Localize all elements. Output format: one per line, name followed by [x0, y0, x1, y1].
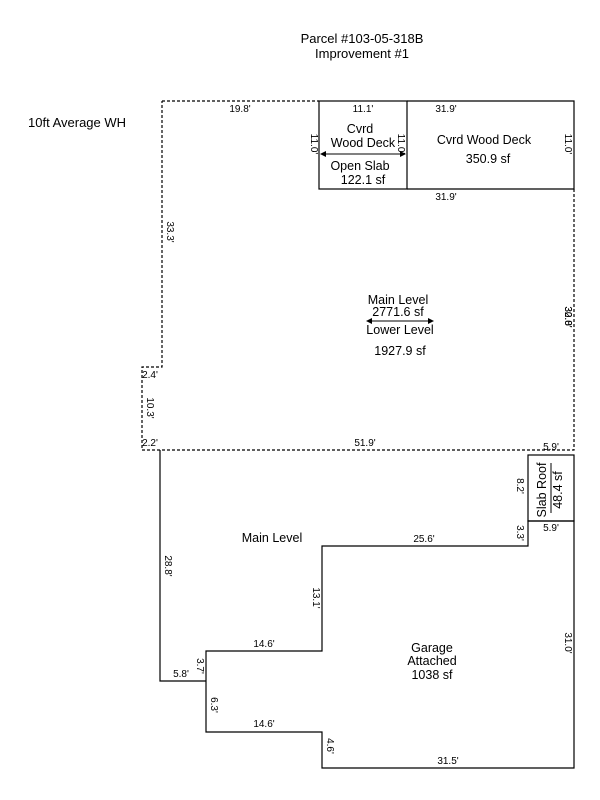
- dim-step-side-2: 3.7': [194, 658, 205, 674]
- dim-step-bottom-left: 5.8': [173, 669, 189, 680]
- slab-roof-box: [527, 454, 575, 522]
- upper-outline: [141, 100, 575, 451]
- dim-slab-bottom: 5.9': [543, 523, 559, 534]
- dim-jog-side: 10.3': [144, 397, 155, 418]
- covered-deck-small-box: [318, 100, 408, 190]
- dim-step-side-3: 6.3': [208, 697, 219, 713]
- dim-deck-left-side: 11.0': [308, 134, 319, 155]
- garage-label-3: 1038 sf: [411, 668, 453, 682]
- dim-main-right-side-b: 32.8': [562, 306, 573, 327]
- covered-deck-large-box: [407, 100, 575, 190]
- wall-height-note: 10ft Average WH: [28, 115, 126, 130]
- improvement-title: Improvement #1: [315, 46, 409, 61]
- dim-deck-large-bottom: 31.9': [435, 192, 456, 203]
- dim-main-left-side: 33.3': [164, 221, 175, 242]
- slab-roof-label-2: 48.4 sf: [551, 471, 565, 509]
- deck-small-label-1: Cvrd: [347, 122, 373, 136]
- dim-deck-small-top: 11.1': [353, 104, 374, 115]
- deck-large-label-1: Cvrd Wood Deck: [437, 133, 532, 147]
- dim-garage-right: 31.0': [562, 632, 573, 653]
- deck-arrow: [320, 151, 406, 157]
- dim-main-bottom: 51.9': [354, 438, 375, 449]
- dim-step-top: 25.6': [413, 534, 434, 545]
- dim-step-horizontal-2: 14.6': [253, 719, 274, 730]
- dim-main-right-side-a: 30.0': [562, 306, 573, 327]
- main-lower-label-4: 1927.9 sf: [374, 344, 426, 358]
- deck-small-label-3: Open Slab: [330, 159, 389, 173]
- slab-roof-label-1: Slab Roof: [535, 462, 549, 517]
- deck-small-label-4: 122.1 sf: [341, 173, 386, 187]
- dim-deck-mid-side: 11.0': [395, 134, 406, 155]
- main-lower-label-3: Lower Level: [366, 323, 433, 337]
- dim-garage-bottom: 31.5': [437, 756, 458, 767]
- dim-step-small: 3.3': [514, 525, 525, 541]
- dim-jog-top: 2.4': [142, 370, 158, 381]
- deck-small-label-2: Wood Deck: [331, 136, 396, 150]
- deck-large-label-2: 350.9 sf: [466, 152, 511, 166]
- lower-outline: [159, 450, 575, 769]
- garage-label-1: Garage: [411, 641, 453, 655]
- dim-slab-side: 8.2': [514, 478, 525, 494]
- dim-deck-right-side: 11.0': [562, 134, 573, 155]
- dim-slab-top: 5.9': [543, 442, 559, 453]
- dim-step-side-4: 4.6': [324, 738, 335, 754]
- dim-top-left: 19.8': [229, 104, 250, 115]
- dim-jog-bottom: 2.2': [142, 438, 158, 449]
- main-arrow: [366, 318, 434, 324]
- dim-step-side-1: 13.1': [310, 587, 321, 608]
- main-lower-label-2: 2771.6 sf: [372, 305, 424, 319]
- parcel-title: Parcel #103-05-318B: [301, 31, 424, 46]
- garage-label-2: Attached: [407, 654, 456, 668]
- main-lower-label-1: Main Level: [368, 293, 428, 307]
- dim-deck-large-top: 31.9': [435, 104, 456, 115]
- dim-left-lower-side: 28.8': [162, 555, 173, 576]
- main-level-label: Main Level: [242, 531, 302, 545]
- dim-step-horizontal-1: 14.6': [253, 639, 274, 650]
